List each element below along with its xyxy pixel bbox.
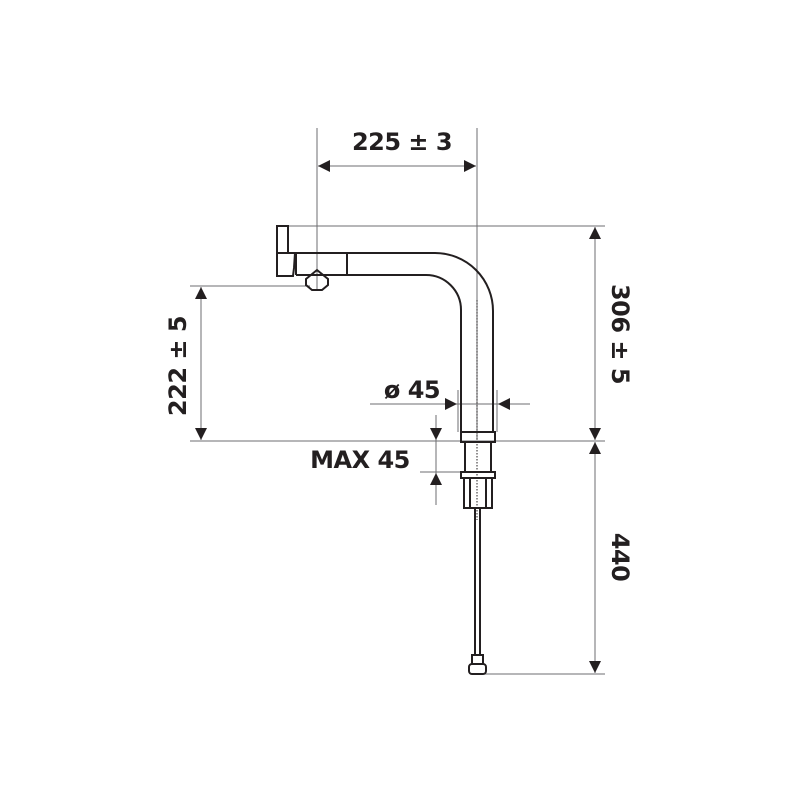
spout-inner [296, 274, 462, 432]
label-total-height: 306 ± 5 [606, 284, 634, 384]
lever-handle [276, 225, 289, 254]
aerator [305, 268, 329, 291]
hose-connector [468, 663, 487, 675]
hose-fitting [471, 654, 484, 665]
label-spout-reach: 225 ± 3 [352, 128, 452, 156]
label-hose-length: 440 [606, 533, 634, 582]
label-max-deck-thickness: MAX 45 [310, 446, 410, 474]
mounting-nut [463, 477, 493, 509]
spout-outer [296, 252, 494, 432]
dimension-lines [195, 160, 601, 673]
label-spout-height: 222 ± 5 [164, 316, 192, 416]
faucet-outline [276, 225, 496, 675]
label-body-diameter: ø 45 [384, 376, 440, 404]
handle-base [276, 252, 297, 277]
shank [464, 441, 492, 473]
